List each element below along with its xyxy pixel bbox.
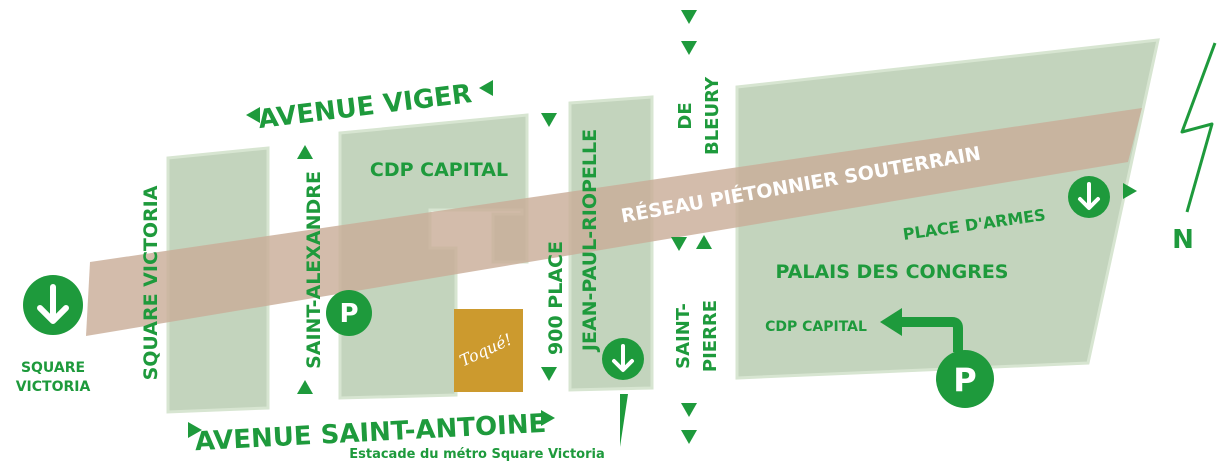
one-way-arrow-icon xyxy=(681,41,697,55)
street-saint-alexandre: SAINT-ALEXANDRE xyxy=(303,171,325,369)
north-arrow-icon: N xyxy=(1172,42,1217,255)
restaurant-logo: Toqué! xyxy=(454,309,523,392)
metro-estacade-label: Estacade du métro Square Victoria xyxy=(349,447,605,462)
street-square-victoria: SQUARE VICTORIA xyxy=(140,185,162,380)
one-way-arrow-icon xyxy=(541,410,555,426)
street-saint: SAINT- xyxy=(673,303,694,369)
street-de: DE xyxy=(675,102,696,129)
one-way-arrow-icon xyxy=(541,367,557,381)
street-900-place: 900 PLACE xyxy=(545,241,567,355)
street-pierre: PIERRE xyxy=(700,300,721,372)
building-palais-des-congres: PALAIS DES CONGRES xyxy=(775,261,1008,283)
parking-palais-icon: P xyxy=(936,350,994,408)
one-way-arrow-icon xyxy=(696,235,712,249)
parking-palais-letter: P xyxy=(953,361,976,399)
one-way-arrow-icon xyxy=(681,10,697,24)
parking-direction-arrowhead-icon xyxy=(880,308,902,336)
one-way-arrow-icon xyxy=(1123,183,1137,199)
building-cdp-capital: CDP CAPITAL xyxy=(370,159,508,181)
estacade-pointer-icon xyxy=(620,394,628,447)
street-jean-paul-riopelle: JEAN-PAUL-RIOPELLE xyxy=(579,129,601,353)
metro-square-victoria-label-2: VICTORIA xyxy=(16,379,91,395)
one-way-arrow-icon xyxy=(681,430,697,444)
parking-direction-arrow-icon xyxy=(900,317,963,352)
parking-saint-alexandre-icon: P xyxy=(326,290,372,336)
one-way-arrow-icon xyxy=(671,237,687,251)
underground-network-band xyxy=(86,108,1142,336)
parking-saint-alexandre-letter: P xyxy=(339,299,358,329)
one-way-arrow-icon xyxy=(246,107,260,123)
one-way-arrow-icon xyxy=(681,403,697,417)
metro-square-victoria-icon xyxy=(23,275,83,335)
one-way-arrow-icon xyxy=(479,80,493,96)
street-bleury: BLEURY xyxy=(702,76,723,155)
one-way-arrow-icon xyxy=(297,145,313,159)
one-way-arrow-icon xyxy=(541,113,557,127)
north-label: N xyxy=(1172,225,1194,255)
parking-cdp-capital-label: CDP CAPITAL xyxy=(765,319,867,335)
metro-jean-paul-riopelle-icon xyxy=(602,338,644,380)
metro-square-victoria-label-1: SQUARE xyxy=(21,360,85,376)
metro-place-darmes-icon xyxy=(1068,176,1110,218)
one-way-arrow-icon xyxy=(297,380,313,394)
